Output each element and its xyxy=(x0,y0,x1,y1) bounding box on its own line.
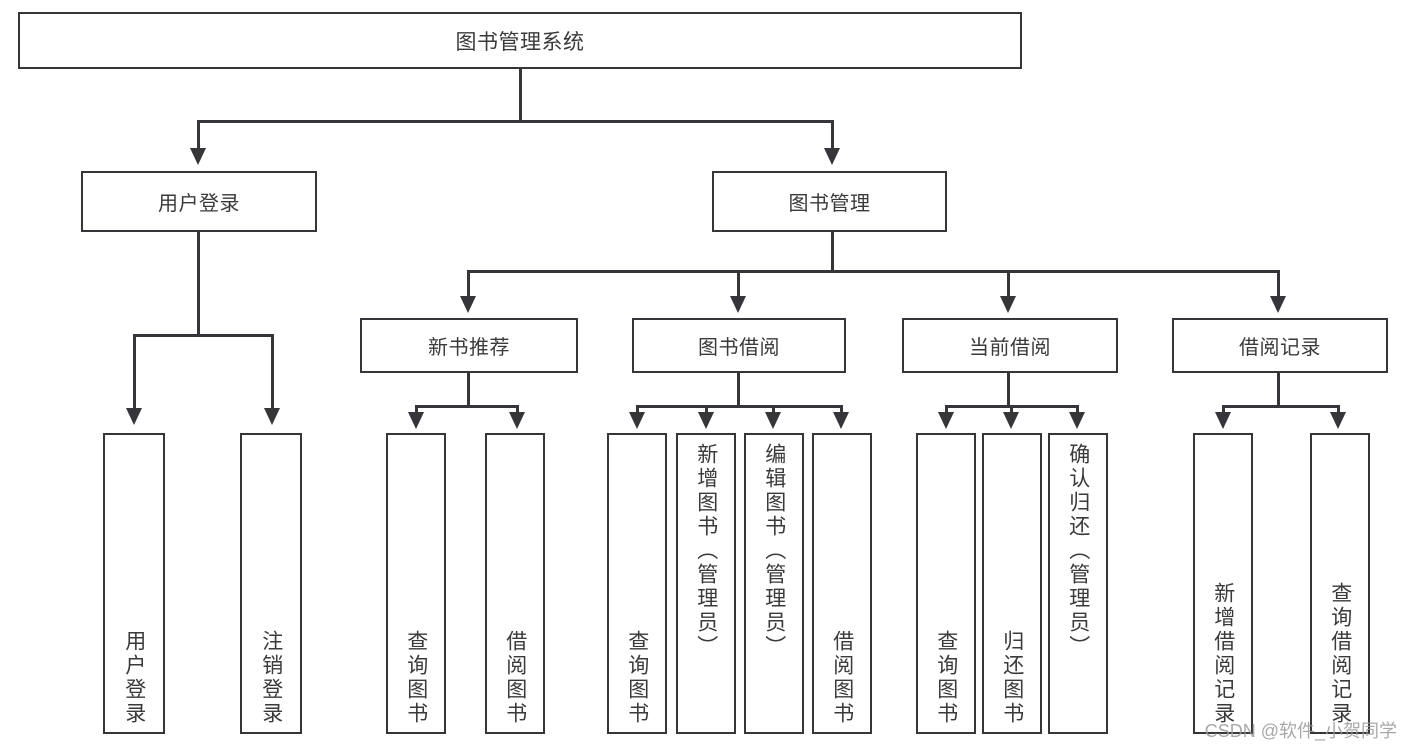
arrow-to-book-management xyxy=(824,148,840,165)
arrow-to-new-book xyxy=(460,296,476,313)
arrow-to-current-borrow xyxy=(1000,296,1016,313)
node-label: 注销登录 xyxy=(259,630,283,726)
arrow-to-bb-borrow-book xyxy=(833,412,849,429)
arrow-to-borrow-record xyxy=(1270,296,1286,313)
arrow-to-user-login xyxy=(190,148,206,165)
node-label: 确认归还（管理员） xyxy=(1066,443,1090,659)
node-label: 归还图书 xyxy=(1000,630,1024,726)
connector-bm-drop-3 xyxy=(1007,270,1010,298)
arrow-to-cb-return-book xyxy=(1003,412,1019,429)
connector-bb-drop-2 xyxy=(705,405,708,413)
connector-cb-drop-3 xyxy=(1076,405,1079,413)
node-label: 查询图书 xyxy=(934,630,958,726)
connector-book-management-stem xyxy=(831,232,834,272)
arrow-to-br-query-record xyxy=(1330,412,1346,429)
node-label: 查询借阅记录 xyxy=(1328,582,1352,726)
node-label: 当前借阅 xyxy=(969,337,1051,359)
connector-bb-drop-3 xyxy=(772,405,775,413)
arrow-to-book-borrow xyxy=(730,296,746,313)
node-label: 新增图书（管理员） xyxy=(694,443,718,659)
leaf-cb-query-book[interactable]: 查询图书 xyxy=(916,433,976,734)
connector-root-right-drop xyxy=(831,120,834,150)
arrow-to-br-add-record xyxy=(1215,412,1231,429)
connector-user-login-bar xyxy=(133,334,274,337)
connector-book-borrow-bar xyxy=(636,405,843,408)
node-label: 新书推荐 xyxy=(428,337,510,359)
leaf-nb-borrow-book[interactable]: 借阅图书 xyxy=(485,433,545,734)
arrow-to-cb-confirm-return xyxy=(1069,412,1085,429)
connector-book-borrow-stem xyxy=(737,373,740,407)
node-label: 查询图书 xyxy=(404,630,428,726)
node-label: 用户登录 xyxy=(122,630,146,726)
node-new-book-recommend[interactable]: 新书推荐 xyxy=(360,318,578,373)
arrow-to-cb-query-book xyxy=(938,412,954,429)
arrow-to-bb-query-book xyxy=(629,412,645,429)
connector-br-drop-1 xyxy=(1222,405,1225,413)
leaf-logout[interactable]: 注销登录 xyxy=(240,433,302,734)
node-label: 图书借阅 xyxy=(698,337,780,359)
node-root-book-management-system[interactable]: 图书管理系统 xyxy=(18,12,1022,69)
node-label: 借阅图书 xyxy=(503,630,527,726)
node-book-management[interactable]: 图书管理 xyxy=(712,171,947,232)
connector-book-management-bar xyxy=(467,270,1279,273)
watermark-text: CSDN @软件_小贺同学 xyxy=(1204,721,1397,741)
arrow-to-nb-query-book xyxy=(408,412,424,429)
connector-root-left-drop xyxy=(197,120,200,150)
leaf-cb-return-book[interactable]: 归还图书 xyxy=(982,433,1042,734)
node-label: 图书管理 xyxy=(788,193,871,215)
connector-cb-drop-1 xyxy=(945,405,948,413)
connector-root-stem xyxy=(519,69,522,121)
node-label: 编辑图书（管理员） xyxy=(762,443,786,659)
connector-bm-drop-1 xyxy=(467,270,470,298)
connector-current-borrow-stem xyxy=(1007,373,1010,407)
leaf-user-login[interactable]: 用户登录 xyxy=(103,433,165,734)
node-label: 图书管理系统 xyxy=(455,30,585,54)
node-user-login[interactable]: 用户登录 xyxy=(81,171,317,232)
connector-nb-drop-2 xyxy=(516,405,519,413)
leaf-cb-confirm-return[interactable]: 确认归还（管理员） xyxy=(1048,433,1108,734)
connector-new-book-stem xyxy=(467,373,470,407)
connector-root-bar xyxy=(197,120,833,123)
leaf-br-query-record[interactable]: 查询借阅记录 xyxy=(1310,433,1370,734)
leaf-bb-borrow-book[interactable]: 借阅图书 xyxy=(812,433,872,734)
connector-bm-drop-2 xyxy=(737,270,740,298)
node-borrow-record[interactable]: 借阅记录 xyxy=(1172,318,1388,373)
connector-new-book-bar xyxy=(415,405,519,408)
leaf-bb-edit-book[interactable]: 编辑图书（管理员） xyxy=(744,433,804,734)
node-current-borrow[interactable]: 当前借阅 xyxy=(902,318,1118,373)
arrow-to-bb-add-book xyxy=(698,412,714,429)
arrow-to-bb-edit-book xyxy=(765,412,781,429)
leaf-br-add-record[interactable]: 新增借阅记录 xyxy=(1193,433,1253,734)
leaf-bb-add-book[interactable]: 新增图书（管理员） xyxy=(676,433,736,734)
arrow-to-leaf-user-login xyxy=(126,408,142,425)
node-label: 用户登录 xyxy=(158,193,240,215)
connector-user-login-drop-2 xyxy=(271,334,274,410)
node-label: 查询图书 xyxy=(625,630,649,726)
node-label: 借阅记录 xyxy=(1239,337,1321,359)
connector-user-login-stem xyxy=(197,232,200,336)
arrow-to-nb-borrow-book xyxy=(509,412,525,429)
leaf-bb-query-book[interactable]: 查询图书 xyxy=(607,433,667,734)
node-label: 借阅图书 xyxy=(830,630,854,726)
leaf-nb-query-book[interactable]: 查询图书 xyxy=(386,433,446,734)
connector-bm-drop-4 xyxy=(1277,270,1280,298)
connector-user-login-drop-1 xyxy=(133,334,136,410)
connector-bb-drop-1 xyxy=(636,405,639,413)
connector-bb-drop-4 xyxy=(840,405,843,413)
connector-br-drop-2 xyxy=(1337,405,1340,413)
node-label: 新增借阅记录 xyxy=(1211,582,1235,726)
connector-nb-drop-1 xyxy=(415,405,418,413)
connector-borrow-record-stem xyxy=(1277,373,1280,407)
connector-cb-drop-2 xyxy=(1010,405,1013,413)
arrow-to-leaf-logout xyxy=(264,408,280,425)
node-book-borrow[interactable]: 图书借阅 xyxy=(632,318,846,373)
connector-borrow-record-bar xyxy=(1222,405,1340,408)
